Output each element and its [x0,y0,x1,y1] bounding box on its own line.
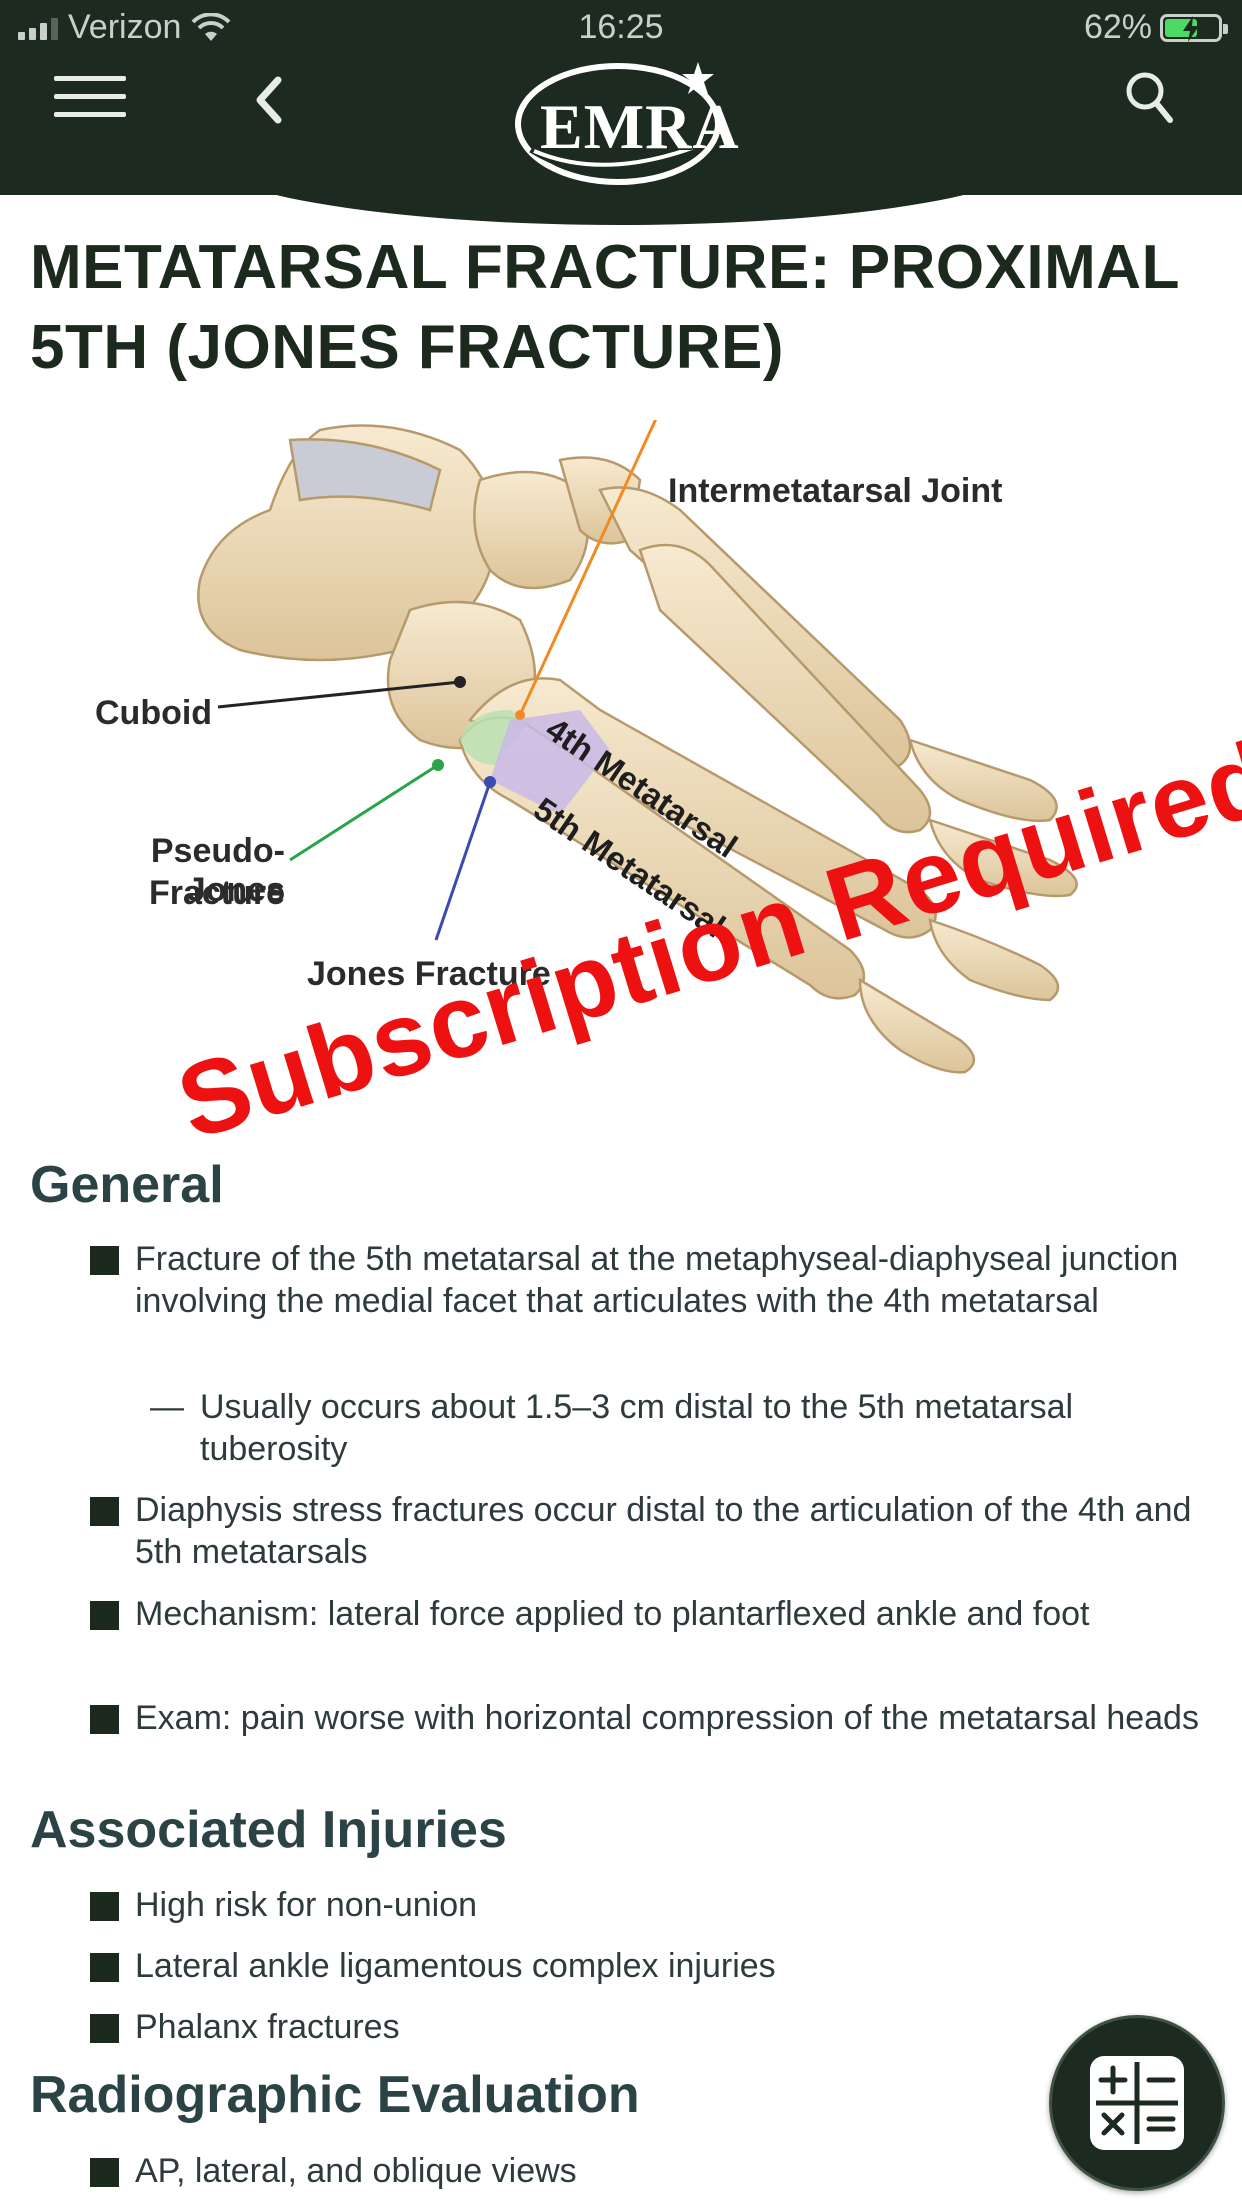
clock: 16:25 [578,8,664,46]
bullet-square-icon [90,2158,119,2187]
list-item: Fracture of the 5th metatarsal at the me… [90,1238,1210,1322]
list-item: High risk for non-union [90,1884,1210,1926]
list-item: Mechanism: lateral force applied to plan… [90,1593,1090,1635]
bullet-square-icon [90,2014,119,2043]
foot-anatomy-illustration: Intermetatarsal Joint Cuboid Pseudo-Jone… [40,409,1210,1120]
carrier-name: Verizon [68,8,182,46]
hamburger-menu-icon[interactable] [54,72,126,122]
bullet-square-icon [90,1892,119,1921]
list-item-text: Fracture of the 5th metatarsal at the me… [135,1240,1179,1320]
list-item: AP, lateral, and oblique views [90,2150,1210,2192]
carrier-group: Verizon [18,8,231,47]
calculator-button[interactable] [1049,2015,1225,2191]
bullet-square-icon [90,1601,119,1630]
list-item: Exam: pain worse with horizontal compres… [90,1697,1210,1739]
battery-group: 62% [1083,8,1228,47]
list-item: Phalanx fractures [90,2006,1210,2048]
list-item: Diaphysis stress fractures occur distal … [90,1489,1210,1573]
calculator-icon [1090,2056,1184,2150]
list-item: Lateral ankle ligamentous complex injuri… [90,1945,1210,1987]
label-jones-fracture: Jones Fracture [307,955,551,993]
bullet-square-icon [90,1953,119,1982]
foot-bones-drawing [197,409,1078,1074]
list-item-text: Diaphysis stress fractures occur distal … [135,1491,1192,1571]
emra-logo[interactable]: EMRA [512,52,740,188]
label-pseudo-jones-line2: Fracture [148,874,285,912]
label-pseudo-jones-line1: Pseudo-Jones [150,832,285,909]
bullet-square-icon [90,1246,119,1275]
battery-icon [1160,13,1228,42]
list-item-text: High risk for non-union [135,1886,478,1924]
section-heading-radiographic-evaluation: Radiographic Evaluation [30,2066,640,2124]
section-heading-general: General [30,1156,224,1214]
list-item-text: Exam: pain worse with horizontal compres… [135,1699,1199,1737]
status-bar: Verizon 16:25 62% [0,0,1242,56]
battery-percent: 62% [1083,8,1152,46]
sub-bullet-dash: — [150,1388,184,1426]
page-title: METATARSAL FRACTURE: PROXIMAL 5TH (JONES… [30,233,1179,382]
section-heading-associated-injuries: Associated Injuries [30,1801,507,1859]
cellular-signal-icon [18,16,58,40]
label-cuboid: Cuboid [95,694,213,732]
sub-list-item-text: Usually occurs about 1.5–3 cm distal to … [200,1388,1074,1468]
charging-bolt-icon [1183,15,1199,42]
logo-text: EMRA [540,91,740,162]
wifi-icon [191,12,231,41]
bullet-square-icon [90,1497,119,1526]
sub-list-item: — Usually occurs about 1.5–3 cm distal t… [150,1386,1190,1470]
list-item-text: Phalanx fractures [135,2008,400,2046]
list-item-text: AP, lateral, and oblique views [135,2152,577,2190]
list-item-text: Mechanism: lateral force applied to plan… [135,1595,1090,1633]
chevron-left-icon[interactable] [248,70,288,130]
bullet-square-icon [90,1705,119,1734]
label-intermetatarsal-joint: Intermetatarsal Joint [668,472,1003,510]
search-icon[interactable] [1124,70,1174,126]
list-item-text: Lateral ankle ligamentous complex injuri… [135,1947,776,1985]
